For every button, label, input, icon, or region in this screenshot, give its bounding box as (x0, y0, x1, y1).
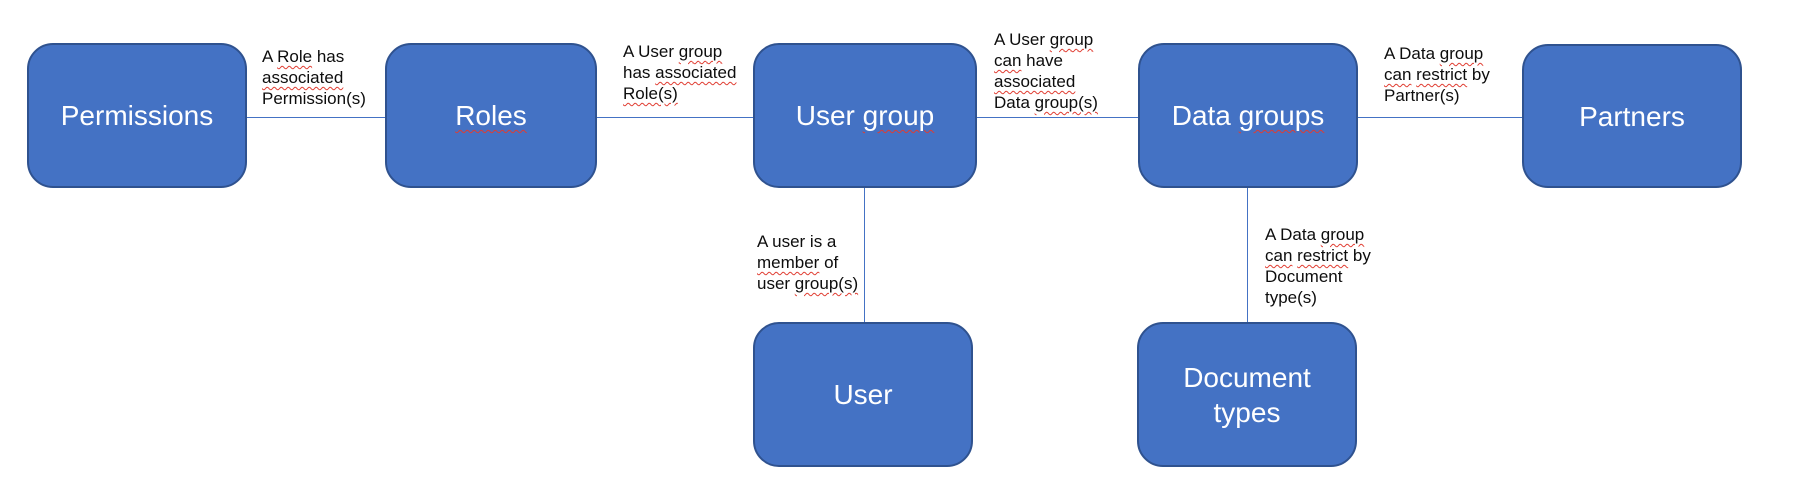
connector-data-groups-partners (1358, 117, 1522, 118)
node-permissions[interactable]: Permissions (27, 43, 247, 188)
connector-user-group-data-groups (977, 117, 1138, 118)
node-permissions-label: Permissions (60, 100, 214, 131)
node-user-group-label: User group (795, 100, 935, 131)
node-data-groups-label: Data groups (1171, 100, 1325, 131)
node-user-label: User (833, 379, 893, 410)
connector-data-groups-document-types (1247, 188, 1248, 322)
connector-permissions-roles (247, 117, 385, 118)
node-roles-label: Roles (455, 100, 527, 131)
node-partners-label: Partners (1579, 100, 1685, 132)
node-data-groups[interactable]: Data groups (1138, 43, 1358, 188)
node-partners[interactable]: Partners (1522, 44, 1742, 188)
connector-roles-user-group (597, 117, 753, 118)
node-user[interactable]: User (753, 322, 973, 467)
node-user-group[interactable]: User group (753, 43, 977, 188)
node-roles[interactable]: Roles (385, 43, 597, 188)
connector-user-group-user (864, 188, 865, 322)
